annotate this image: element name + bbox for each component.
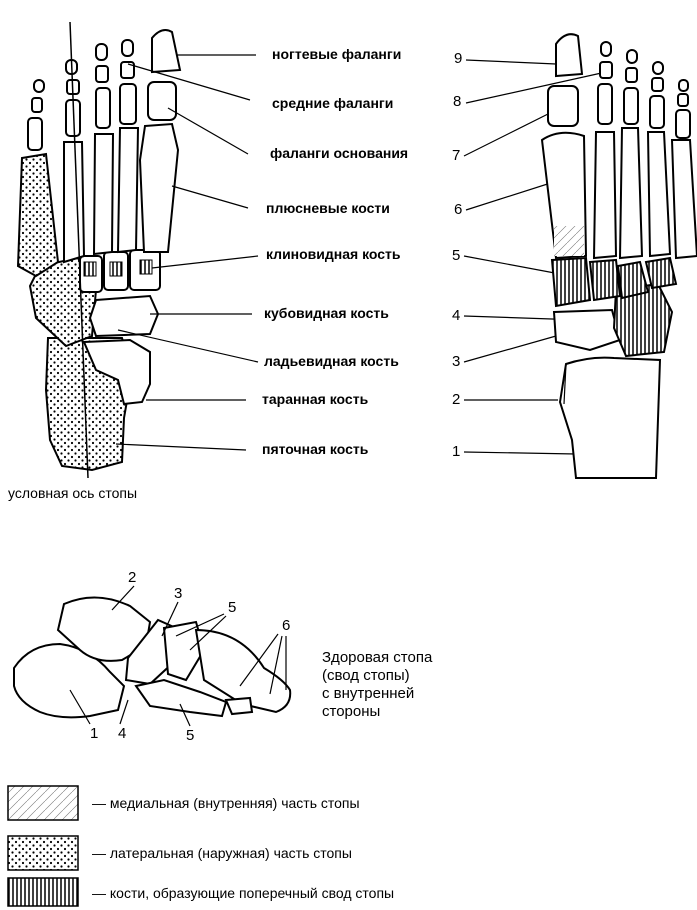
right-calcaneus bbox=[560, 358, 660, 478]
num-5: 5 bbox=[452, 247, 460, 264]
side-num-6: 6 bbox=[282, 617, 290, 634]
proximal-phalanx-5 bbox=[28, 118, 42, 150]
right-cuneiform-3 bbox=[618, 262, 648, 298]
middle-phalanx-5 bbox=[32, 98, 42, 112]
cuneiform-hatch-3 bbox=[140, 260, 152, 274]
legend-swatch-transverse bbox=[8, 878, 78, 906]
right-distal-phalanx-3 bbox=[627, 50, 637, 63]
right-middle-phalanx-3 bbox=[626, 68, 637, 82]
legend-swatch-lateral bbox=[8, 836, 78, 870]
label-metatarsals: плюсневые кости bbox=[266, 200, 390, 216]
side-num-3: 3 bbox=[174, 585, 182, 602]
legend-text-lateral: — латеральная (наружная) часть стопы bbox=[92, 845, 352, 861]
side-view-caption: Здоровая стопа (свод стопы) с внутренней… bbox=[322, 649, 433, 720]
right-proximal-phalanx-2 bbox=[598, 84, 612, 124]
proximal-phalanx-1 bbox=[148, 82, 176, 120]
label-cuboid: кубовидная кость bbox=[264, 305, 389, 321]
num-1: 1 bbox=[452, 443, 460, 460]
metatarsal-3 bbox=[94, 134, 113, 254]
right-distal-phalanx-5 bbox=[679, 80, 688, 91]
right-middle-phalanx-5 bbox=[678, 94, 688, 106]
metatarsal-2 bbox=[118, 128, 138, 252]
metatarsal-1 bbox=[140, 124, 178, 252]
side-sesamoid bbox=[226, 698, 252, 714]
middle-phalanx-3 bbox=[96, 66, 108, 82]
caption-line-1: Здоровая стопа bbox=[322, 649, 433, 666]
distal-phalanx-3 bbox=[96, 44, 107, 60]
label-calcaneus: пяточная кость bbox=[262, 441, 369, 457]
side-num-4: 4 bbox=[118, 725, 126, 742]
right-middle-phalanx-2 bbox=[600, 62, 612, 78]
caption-line-3: с внутренней bbox=[322, 685, 414, 702]
distal-phalanx-1 bbox=[152, 30, 180, 72]
center-labels: ногтевые фаланги средние фаланги фаланги… bbox=[262, 46, 408, 457]
right-distal-phalanx-1 bbox=[556, 34, 582, 76]
label-cuneiform: клиновидная кость bbox=[266, 246, 401, 262]
right-metatarsal-2 bbox=[594, 132, 616, 258]
right-metatarsal-4 bbox=[648, 132, 670, 256]
right-middle-phalanx-4 bbox=[652, 78, 663, 91]
right-metatarsal-5 bbox=[672, 140, 697, 258]
right-numbers: 9 8 7 6 5 4 3 2 1 bbox=[452, 50, 462, 460]
legend-text-transverse: — кости, образующие поперечный свод стоп… bbox=[92, 885, 394, 901]
middle-phalanx-2 bbox=[121, 62, 134, 78]
metatarsal-5 bbox=[18, 154, 58, 276]
side-num-2: 2 bbox=[128, 569, 136, 586]
caption-line-2: (свод стопы) bbox=[322, 667, 410, 684]
legend: — медиальная (внутренняя) часть стопы — … bbox=[8, 786, 394, 906]
num-9: 9 bbox=[454, 50, 462, 67]
proximal-phalanx-2 bbox=[120, 84, 136, 124]
side-num-5-top: 5 bbox=[228, 599, 236, 616]
cuneiform-hatch-2 bbox=[110, 262, 122, 276]
right-cuneiform-2 bbox=[590, 260, 620, 300]
num-3: 3 bbox=[452, 353, 460, 370]
right-distal-phalanx-2 bbox=[601, 42, 611, 56]
right-metatarsal-3 bbox=[620, 128, 642, 258]
num-6: 6 bbox=[454, 201, 462, 218]
right-proximal-phalanx-5 bbox=[676, 110, 690, 138]
side-num-1: 1 bbox=[90, 725, 98, 742]
right-proximal-phalanx-4 bbox=[650, 96, 664, 128]
label-distal-phalanges: ногтевые фаланги bbox=[272, 46, 401, 62]
label-middle-phalanges: средние фаланги bbox=[272, 95, 393, 111]
left-foot-top-view bbox=[18, 22, 180, 478]
right-cuneiform-4 bbox=[646, 258, 676, 288]
caption-line-4: стороны bbox=[322, 703, 380, 720]
num-8: 8 bbox=[453, 93, 461, 110]
right-proximal-phalanx-3 bbox=[624, 88, 638, 124]
distal-phalanx-5 bbox=[34, 80, 44, 92]
cuneiform-hatch-1 bbox=[84, 262, 96, 276]
label-talus: таранная кость bbox=[262, 391, 369, 407]
metatarsal-4 bbox=[64, 142, 84, 262]
legend-text-medial: — медиальная (внутренняя) часть стопы bbox=[92, 795, 360, 811]
side-num-5-bottom: 5 bbox=[186, 727, 194, 744]
right-proximal-phalanx-1 bbox=[548, 86, 578, 126]
distal-phalanx-2 bbox=[122, 40, 133, 56]
right-cuneiform-1 bbox=[552, 258, 590, 306]
right-navicular bbox=[554, 310, 620, 350]
legend-swatch-medial bbox=[8, 786, 78, 820]
right-foot-bottom-view bbox=[542, 34, 697, 478]
label-proximal-phalanges: фаланги основания bbox=[270, 145, 408, 161]
num-7: 7 bbox=[452, 147, 460, 164]
right-distal-phalanx-4 bbox=[653, 62, 663, 74]
label-navicular: ладьевидная кость bbox=[264, 353, 399, 369]
num-2: 2 bbox=[452, 391, 460, 408]
axis-label: условная ось стопы bbox=[8, 485, 137, 501]
proximal-phalanx-3 bbox=[96, 88, 110, 128]
navicular-bone bbox=[90, 296, 158, 336]
num-4: 4 bbox=[452, 307, 460, 324]
foot-side-view bbox=[14, 597, 290, 717]
